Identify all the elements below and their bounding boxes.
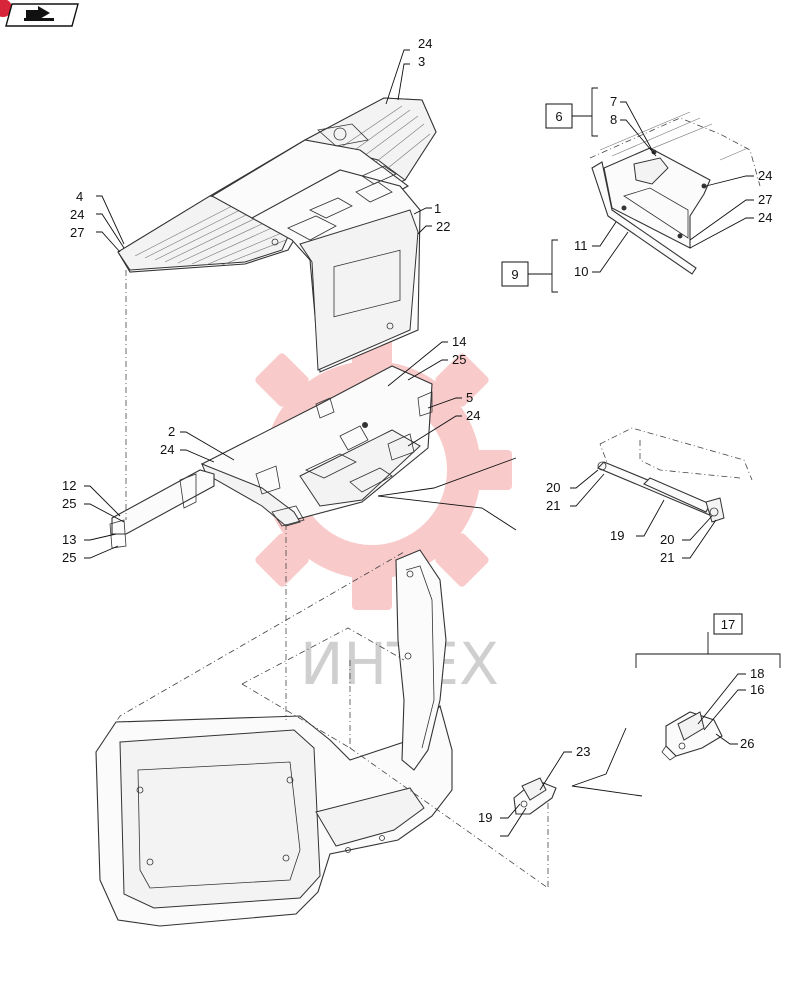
callout-24: 24	[758, 210, 772, 225]
book-arrow-icon	[24, 6, 54, 21]
callout-20: 20	[660, 532, 674, 547]
svg-text:17: 17	[721, 617, 735, 632]
callout-24: 24	[758, 168, 772, 183]
callout-box-15[interactable]: 17	[713, 613, 743, 635]
callout-22: 22	[436, 219, 450, 234]
callout-23: 19	[478, 810, 492, 825]
callout-21: 21	[546, 498, 560, 513]
callout-18: 16	[750, 682, 764, 697]
callout-24: 24	[70, 207, 84, 222]
group-brackets	[528, 87, 781, 668]
callout-26: 23	[576, 744, 590, 759]
callout-3: 3	[418, 54, 425, 69]
callout-8: 8	[610, 112, 617, 127]
callout-4: 4	[76, 189, 83, 204]
callout-10: 10	[574, 264, 588, 279]
callout-27: 27	[70, 225, 84, 240]
callout-17: 18	[750, 666, 764, 681]
callout-21: 21	[660, 550, 674, 565]
callout-labels: 24 3 4 24 27 1 22 7 8 24 27 24 11 10 14 …	[62, 36, 772, 825]
callout-1: 1	[434, 201, 441, 216]
top-floor-mat-assembly	[117, 97, 437, 373]
callout-7: 7	[610, 94, 617, 109]
gas-strut-inset	[597, 427, 753, 523]
svg-text:9: 9	[511, 267, 518, 282]
callout-25: 25	[62, 496, 76, 511]
callout-2: 2	[168, 424, 175, 439]
callout-19: 19	[610, 528, 624, 543]
right-side-panel-inset	[589, 111, 761, 275]
callout-25: 25	[62, 550, 76, 565]
callout-20: 20	[546, 480, 560, 495]
section-lines	[377, 457, 643, 797]
callout-13: 13	[62, 532, 76, 547]
leader-lines	[84, 49, 754, 837]
callout-24: 24	[418, 36, 432, 51]
bracket-kit-inset	[661, 711, 723, 761]
assembly-center-lines	[95, 270, 549, 889]
callout-24: 24	[466, 408, 480, 423]
support-tray-assembly	[109, 365, 433, 549]
callout-24: 24	[160, 442, 174, 457]
bracket-26-part	[513, 777, 557, 815]
cab-rear-shell	[95, 549, 453, 927]
svg-text:6: 6	[555, 109, 562, 124]
nav-back-button[interactable]	[0, 0, 79, 27]
callout-27: 27	[758, 192, 772, 207]
callout-16: 26	[740, 736, 754, 751]
callout-25: 25	[452, 352, 466, 367]
callout-14: 14	[452, 334, 466, 349]
callout-5: 5	[466, 390, 473, 405]
callout-box-9[interactable]: 9	[501, 261, 529, 287]
callout-box-6[interactable]: 6	[545, 103, 573, 129]
callout-12: 12	[62, 478, 76, 493]
callout-11: 11	[574, 238, 588, 253]
